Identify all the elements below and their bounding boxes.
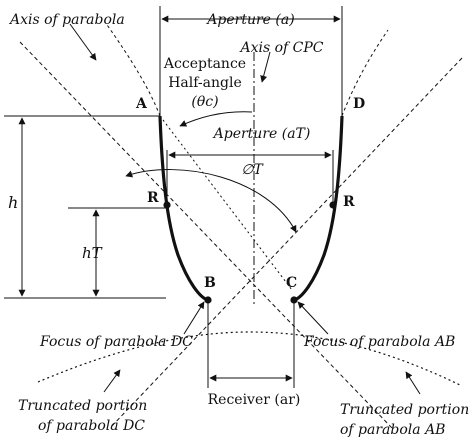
ht-label: hT <box>82 244 103 262</box>
acceptance-label-3: (θc) <box>191 94 218 110</box>
point-b-dot <box>204 296 212 304</box>
axis-of-parabola-dc-line <box>109 57 463 429</box>
point-c-dot <box>290 296 298 304</box>
cpc-reflector-profile-right <box>293 115 344 302</box>
acceptance-angle-arc <box>179 111 253 127</box>
h-label: h <box>8 193 18 212</box>
point-c-label: C <box>286 275 297 291</box>
focus-ab-pointer <box>297 301 329 335</box>
truncated-extension-right <box>341 29 389 117</box>
focus-dc-label: Focus of parabola DC <box>39 334 193 350</box>
truncated-ab-pointer <box>405 371 421 395</box>
point-r-left-dot <box>163 201 171 209</box>
point-r-right-dot <box>329 201 337 209</box>
truncated-extension-left <box>104 21 161 117</box>
point-r-right-label: R <box>343 194 355 210</box>
acceptance-label-2: Half-angle <box>168 75 242 91</box>
point-a-label: A <box>135 96 148 112</box>
point-r-left-label: R <box>147 190 159 206</box>
phi-t-arc <box>125 169 297 233</box>
axis-of-cpc-pointer <box>260 51 271 83</box>
point-b-label: B <box>204 275 216 291</box>
acceptance-angle-line <box>159 115 293 291</box>
focus-dc-pointer <box>183 301 205 335</box>
aperture-at-label: Aperture (aT) <box>212 126 311 142</box>
aperture-a-label: Aperture (a) <box>205 12 294 28</box>
cpc-reflector-profile <box>158 115 209 302</box>
truncated-dc-label-2: of parabola DC <box>38 418 145 434</box>
phi-t-label: ∅T <box>241 162 264 178</box>
point-d-label: D <box>353 96 365 112</box>
axis-of-parabola-label: Axis of parabola <box>8 12 125 28</box>
axis-of-cpc-label: Axis of CPC <box>238 40 323 56</box>
axis-of-parabola-ab-line <box>19 41 393 429</box>
truncated-dc-label-1: Truncated portion <box>18 398 147 414</box>
truncated-ab-label-1: Truncated portion <box>340 402 469 418</box>
focus-ab-label: Focus of parabola AB <box>303 334 455 350</box>
truncated-dc-pointer <box>103 369 121 393</box>
receiver-label: Receiver (ar) <box>208 392 301 408</box>
truncated-ab-label-2: of parabola AB <box>340 422 445 438</box>
axis-of-parabola-pointer <box>69 23 97 61</box>
acceptance-label-1: Acceptance <box>163 56 246 72</box>
